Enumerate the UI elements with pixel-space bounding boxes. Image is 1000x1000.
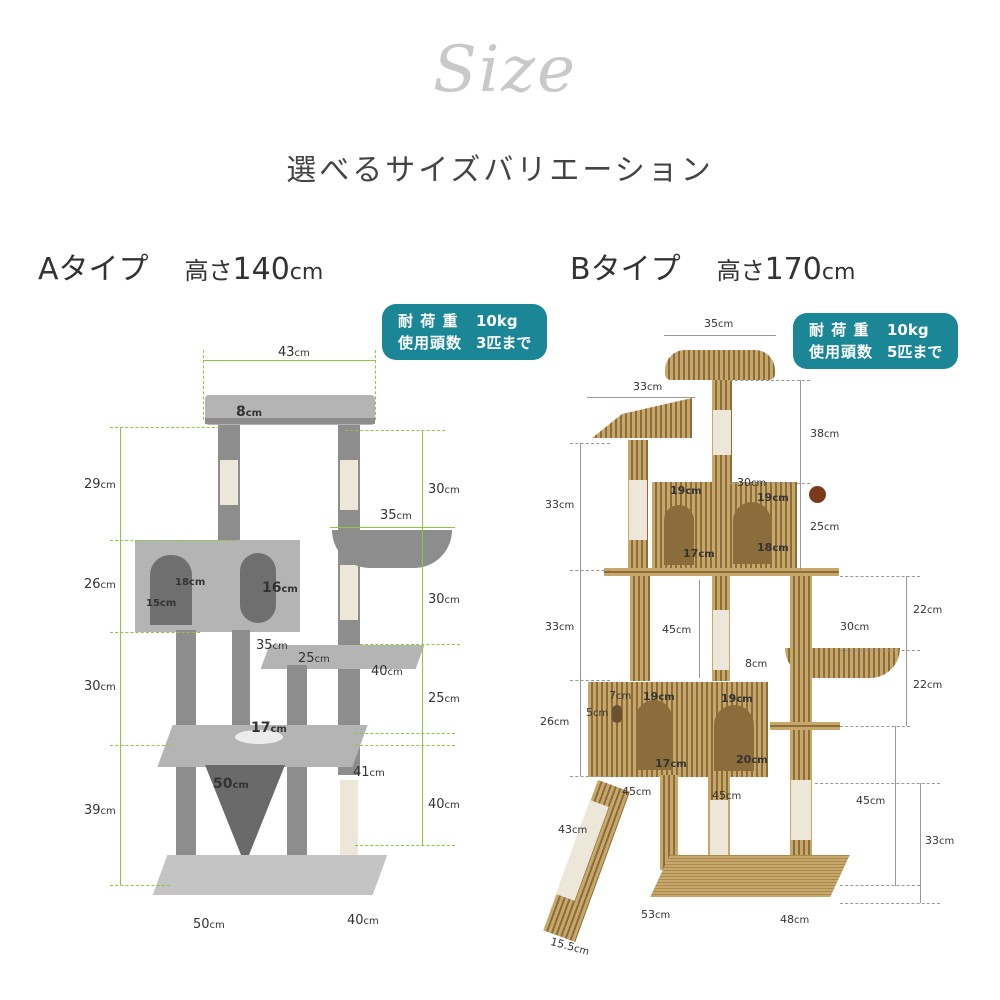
dim-b-hammock-width: 30cm — [840, 620, 870, 633]
dim-a-left-h2: 26cm — [84, 577, 116, 592]
load-value: 10kg — [887, 321, 929, 339]
type-a-height-unit: cm — [289, 260, 324, 285]
type-b-height-value: 170 — [764, 252, 822, 287]
load-label: 耐 荷 重 — [809, 321, 870, 339]
dim-b-door1-width: 17cm — [683, 547, 715, 560]
dim-b-second-bed-width: 33cm — [633, 380, 663, 393]
dim-b-door2-height: 19cm — [757, 491, 789, 504]
dim-b-window-height: 5cm — [586, 706, 609, 719]
page-subtitle: 選べるサイズバリエーション — [286, 153, 714, 188]
dim-b-left-h1: 33cm — [545, 498, 575, 511]
dim-a-top-width: 43cm — [278, 345, 310, 360]
dim-b-right-h6: 33cm — [925, 834, 955, 847]
type-a-height-value: 140 — [232, 252, 290, 287]
dim-a-top-depth: 8cm — [236, 404, 263, 420]
dim-b-left-h2: 33cm — [545, 620, 575, 633]
type-b-spec-badge: 耐 荷 重 10kg 使用頭数 5匹まで — [793, 313, 958, 369]
dim-a-shelf-width: 25cm — [298, 651, 330, 666]
dim-a-right-h2: 30cm — [428, 592, 460, 607]
dim-a-base-width: 50cm — [193, 917, 225, 932]
dim-b-ramp-length: 43cm — [558, 823, 588, 836]
dim-a-house-depth: 35cm — [256, 638, 288, 653]
dim-b-hammock-depth: 8cm — [745, 657, 768, 670]
dim-b-top-bed-width: 35cm — [704, 317, 734, 330]
load-label: 耐 荷 重 — [398, 312, 459, 330]
cats-label: 使用頭数 — [809, 343, 874, 361]
dim-b-lower-door1-width: 17cm — [655, 757, 687, 770]
dim-a-door-width: 15cm — [146, 598, 177, 609]
cats-label: 使用頭数 — [398, 334, 463, 352]
dim-a-hole-diameter: 17cm — [251, 720, 287, 736]
dim-a-platform-width: 50cm — [213, 776, 249, 792]
dim-b-lower-house-depth: 45cm — [712, 789, 742, 802]
dim-a-door-height: 18cm — [175, 577, 206, 588]
cats-value: 3匹まで — [476, 334, 532, 352]
type-b-height-unit: cm — [821, 260, 856, 285]
dim-b-right-h2: 25cm — [810, 520, 840, 533]
dim-b-lower-house-width: 45cm — [622, 785, 652, 798]
cats-value: 5匹まで — [887, 343, 943, 361]
dim-b-window-width: 7cm — [609, 689, 632, 702]
dim-a-right-h1: 30cm — [428, 482, 460, 497]
dim-b-lower-door2-width: 20cm — [736, 753, 768, 766]
dim-b-base-width: 53cm — [641, 908, 671, 921]
type-b-name: Bタイプ — [570, 252, 681, 287]
dim-a-base-depth: 40cm — [347, 913, 379, 928]
dim-b-right-h4: 22cm — [913, 678, 943, 691]
dim-b-lower-door1-height: 19cm — [643, 690, 675, 703]
dim-b-lower-door2-height: 19cm — [721, 692, 753, 705]
dim-a-hammock-width: 35cm — [380, 508, 412, 523]
dim-a-shelf-depth: 40cm — [371, 664, 403, 679]
dim-b-right-h5: 45cm — [856, 794, 886, 807]
load-value: 10kg — [476, 312, 518, 330]
dim-b-base-depth: 48cm — [780, 913, 810, 926]
type-a-name: Aタイプ — [38, 252, 149, 287]
size-script-title: Size — [433, 33, 577, 107]
dim-a-platform-depth: 41cm — [353, 765, 385, 780]
type-a-spec-badge: 耐 荷 重 10kg 使用頭数 3匹まで — [382, 304, 547, 360]
dim-b-right-h1: 38cm — [810, 427, 840, 440]
dim-a-side-door-height: 16cm — [262, 580, 298, 596]
dim-b-post-gap: 45cm — [662, 623, 692, 636]
dim-b-right-h3: 22cm — [913, 603, 943, 616]
dim-b-left-h3: 26cm — [540, 715, 570, 728]
dim-b-door2-width: 18cm — [757, 541, 789, 554]
dim-b-house-width: 30cm — [737, 476, 767, 489]
dim-a-left-h3: 30cm — [84, 679, 116, 694]
dim-a-left-h4: 39cm — [84, 803, 116, 818]
dim-a-right-h4: 40cm — [428, 797, 460, 812]
type-b-height-label: 高さ — [716, 257, 765, 285]
type-a-height-label: 高さ — [184, 257, 233, 285]
dim-b-door1-height: 19cm — [670, 484, 702, 497]
dim-a-left-h1: 29cm — [84, 477, 116, 492]
dim-a-right-h3: 25cm — [428, 691, 460, 706]
type-b-title: Bタイプ 高さ170cm — [570, 244, 855, 288]
type-a-title: Aタイプ 高さ140cm — [38, 244, 323, 288]
